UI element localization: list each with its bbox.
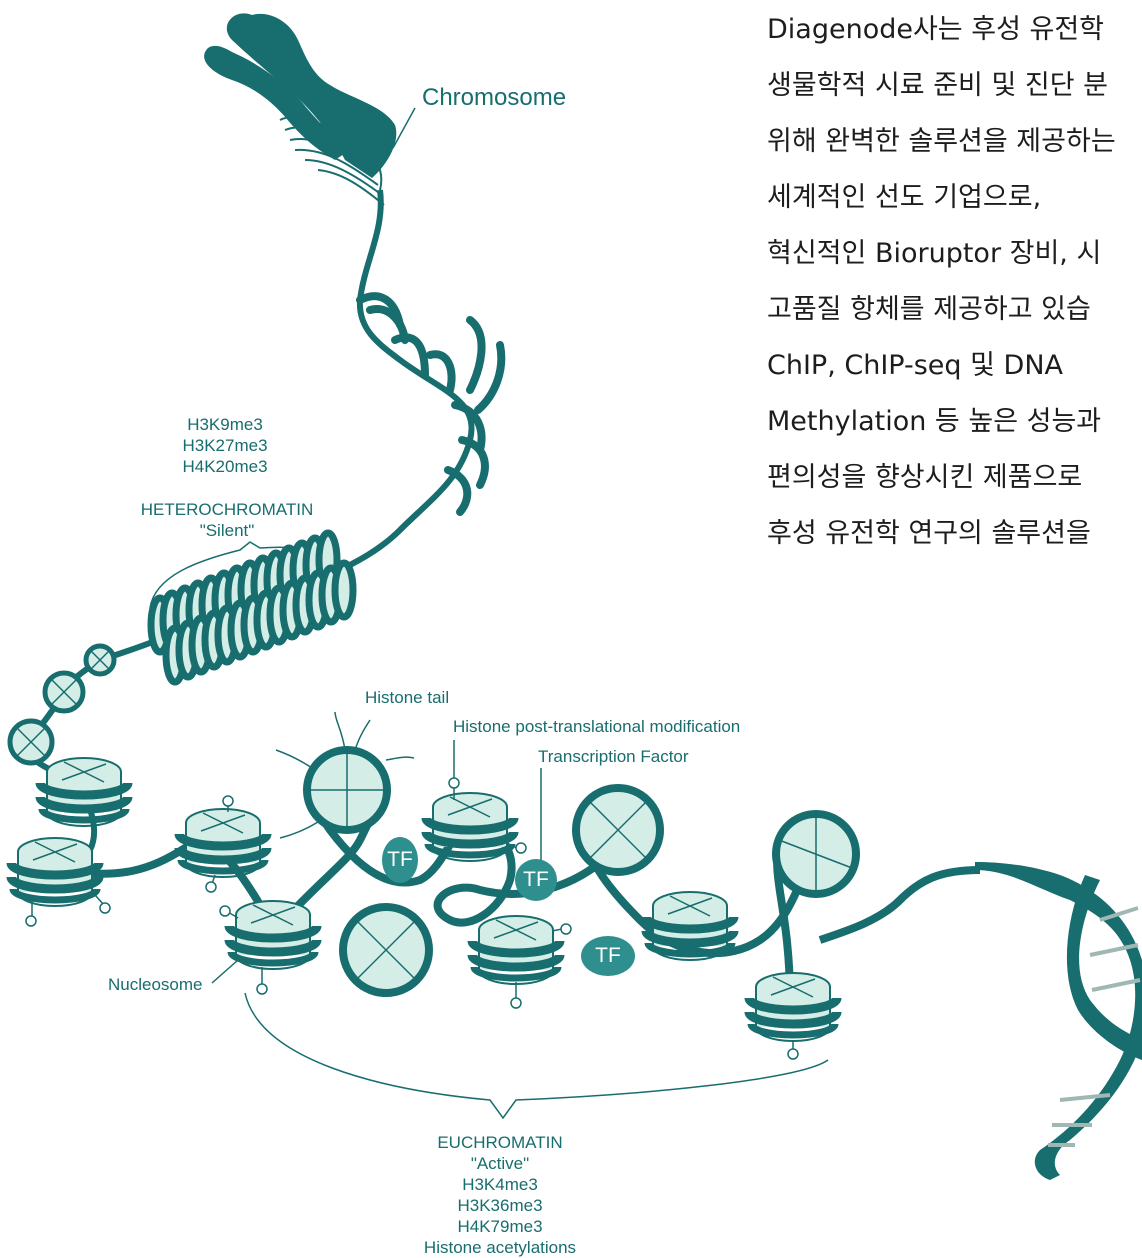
mark-label: H4K79me3 — [380, 1216, 620, 1237]
nucleosome-7 — [749, 973, 837, 1041]
tf-label: TF — [590, 944, 626, 968]
dna-coil — [360, 296, 501, 512]
heterochromatin-label: HETEROCHROMATIN — [117, 499, 337, 520]
euchromatin-label: EUCHROMATIN — [380, 1132, 620, 1153]
mark-label: H3K36me3 — [380, 1195, 620, 1216]
heterochromatin-marks: H3K9me3 H3K27me3 H4K20me3 — [150, 414, 300, 477]
heterochromatin-title: HETEROCHROMATIN "Silent" — [117, 499, 337, 541]
bead-nucleosomes — [10, 646, 114, 763]
paragraph-line: Methylation 등 높은 성능과 — [767, 402, 1142, 458]
euchromatin-block: EUCHROMATIN "Active" H3K4me3 H3K36me3 H4… — [380, 1132, 620, 1258]
transcription-factor-label: Transcription Factor — [538, 746, 689, 767]
paragraph-line: 생물학적 시료 준비 및 진단 분 — [767, 66, 1142, 122]
double-helix-icon — [975, 862, 1142, 1180]
tf-label: TF — [518, 868, 554, 892]
paragraph-line: 위해 완벽한 솔루션을 제공하는 — [767, 122, 1142, 178]
mark-label: H3K27me3 — [150, 435, 300, 456]
mark-label: H4K20me3 — [150, 456, 300, 477]
nucleosome-8 — [40, 758, 128, 826]
euchromatin-brace — [245, 993, 828, 1118]
nucleosome-4 — [426, 793, 514, 861]
chromosome-leader-line — [393, 108, 415, 148]
nucleosome-3 — [229, 901, 317, 969]
paragraph-line: 세계적인 선도 기업으로, — [767, 178, 1142, 234]
chromosome-icon — [204, 13, 396, 205]
chromosome-label: Chromosome — [422, 84, 566, 112]
paragraph-line: 고품질 항체를 제공하고 있습 — [767, 290, 1142, 346]
nucleosome-2 — [179, 809, 267, 877]
paragraph-line: 후성 유전학 연구의 솔루션을 — [767, 514, 1142, 570]
mark-label: H3K4me3 — [380, 1174, 620, 1195]
active-label: "Active" — [380, 1153, 620, 1174]
mark-label: H3K9me3 — [150, 414, 300, 435]
heterochromatin-fiber — [151, 533, 353, 682]
nucleosome-1 — [11, 838, 99, 906]
tf-label: TF — [382, 848, 418, 872]
euchromatin-dna — [60, 757, 812, 1000]
paragraph-line: Diagenode사는 후성 유전학 — [767, 10, 1142, 66]
paragraph-line: 편의성을 향상시킨 제품으로 — [767, 458, 1142, 514]
intro-paragraph: Diagenode사는 후성 유전학 생물학적 시료 준비 및 진단 분 위해 … — [767, 10, 1142, 570]
paragraph-line: 혁신적인 Bioruptor 장비, 시 — [767, 234, 1142, 290]
nucleosome-5 — [472, 916, 560, 984]
histone-tail-label: Histone tail — [365, 687, 449, 708]
silent-label: "Silent" — [117, 520, 337, 541]
mark-label: Histone acetylations — [380, 1237, 620, 1258]
histone-ptm-label: Histone post-translational modification — [453, 716, 740, 737]
nucleosome-label: Nucleosome — [108, 974, 203, 995]
paragraph-line: ChIP, ChIP-seq 및 DNA — [767, 346, 1142, 402]
